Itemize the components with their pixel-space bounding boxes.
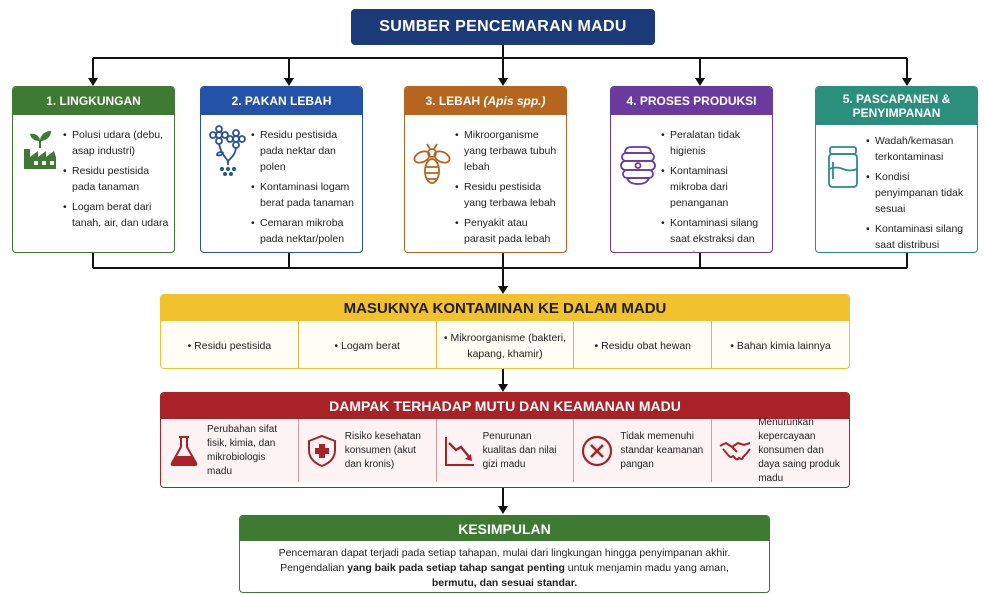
impact-item: Risiko kesehatan konsumen (akut dan kron… (297, 419, 436, 482)
contaminants-panel: MASUKNYA KONTAMINAN KE DALAM MADU • Resi… (160, 294, 850, 369)
list-item: Kondisi penyimpanan tidak sesuai (866, 169, 973, 217)
source-card-lebah: 3. LEBAH (Apis spp.) Mikroorganisme yang… (404, 86, 567, 253)
conclusion-line: Pengendalian yang baik pada setiap tahap… (240, 561, 769, 576)
source-card-pakan-lebah: 2. PAKAN LEBAH Residu pestisida pada nek… (200, 86, 363, 253)
impact-row: Perubahan sifat fisik, kimia, dan mikrob… (161, 417, 849, 484)
impact-panel: DAMPAK TERHADAP MUTU DAN KEAMANAN MADU P… (160, 392, 850, 488)
conclusion-body: Pencemaran dapat terjadi pada setiap tah… (240, 541, 769, 591)
list-item: Mikroorganisme yang terbawa tubuh lebah (455, 127, 562, 175)
contaminants-heading: MASUKNYA KONTAMINAN KE DALAM MADU (161, 295, 849, 321)
health-shield-icon (307, 434, 336, 467)
source-heading-text: 3. LEBAH (425, 94, 481, 108)
declining-chart-icon (444, 436, 474, 466)
source-heading: 2. PAKAN LEBAH (201, 87, 362, 115)
beehive-icon (620, 146, 656, 185)
conclusion-emphasis: bermutu, dan sesuai standar. (431, 577, 578, 589)
bee-icon (413, 143, 451, 184)
flask-icon (170, 435, 198, 466)
impact-text: Risiko kesehatan konsumen (akut dan kron… (344, 430, 421, 470)
impact-item: Tidak memenuhi standar keamanan pangan (573, 419, 711, 482)
contaminant-item: • Residu pestisida (187, 340, 272, 352)
source-card-lingkungan: 1. LINGKUNGAN Polusi udara (debu, asap i… (12, 86, 175, 253)
factory-plant-icon (24, 131, 56, 169)
conclusion-line: bermutu, dan sesuai standar. (240, 576, 769, 591)
source-card-pascapanen: 5. PASCAPANEN & PENYIMPANAN Wadah/kemasa… (815, 86, 978, 253)
conclusion-panel: KESIMPULAN Pencemaran dapat terjadi pada… (239, 515, 770, 593)
impact-text: Menurunkan kepercayaan konsumen dan daya… (758, 416, 840, 484)
impact-text: Perubahan sifat fisik, kimia, dan mikrob… (207, 423, 278, 477)
source-heading: 5. PASCAPANEN & PENYIMPANAN (816, 87, 977, 125)
list-item: Kontaminasi silang saat distribusi (866, 221, 973, 252)
list-item: Kontaminasi logam berat pada tanaman (251, 179, 358, 211)
source-heading: 4. PROSES PRODUKSI (611, 87, 772, 115)
list-item: Polusi udara (debu, asap industri) (63, 127, 170, 159)
flowers-icon (209, 125, 246, 176)
handshake-icon (719, 441, 751, 460)
list-item: Penyakit atau parasit pada lebah (455, 215, 562, 247)
impact-text: Tidak memenuhi standar keamanan pangan (620, 430, 704, 470)
impact-item: Penurunan kualitas dan nilai gizi madu (435, 419, 574, 482)
list-item: Logam berat dari tanah, air, dan udara (63, 199, 170, 231)
impact-item: Menurunkan kepercayaan konsumen dan daya… (711, 417, 849, 484)
diagram-title: SUMBER PENCEMARAN MADU (351, 9, 655, 45)
list-item: Residu pestisida pada tanaman (63, 163, 170, 195)
conclusion-text: Pengendalian (280, 562, 348, 574)
list-item: Kontaminasi silang saat ekstraksi dan pe… (661, 215, 768, 252)
source-heading: 3. LEBAH (Apis spp.) (405, 87, 566, 115)
source-heading: 1. LINGKUNGAN (13, 87, 174, 115)
impact-item: Perubahan sifat fisik, kimia, dan mikrob… (161, 419, 298, 482)
impact-heading: DAMPAK TERHADAP MUTU DAN KEAMANAN MADU (161, 393, 849, 419)
contaminant-item: • Mikroorganisme (bakteri, kapang, khami… (435, 321, 574, 368)
impact-text: Penurunan kualitas dan nilai gizi madu (482, 430, 557, 470)
conclusion-emphasis: yang baik pada setiap tahap sangat penti… (347, 562, 565, 574)
contaminant-item: • Residu obat hewan (573, 321, 711, 368)
list-item: Peralatan tidak higienis (661, 127, 768, 159)
contaminant-item: • Logam berat (297, 321, 436, 368)
list-item: Wadah/kemasan terkontaminasi (866, 133, 973, 165)
source-card-proses-produksi: 4. PROSES PRODUKSI Peralatan tidak higie… (610, 86, 773, 253)
source-heading-italic: (Apis spp.) (483, 94, 546, 108)
list-item: Residu pestisida yang terbawa lebah (455, 179, 562, 211)
list-item: Kontaminasi mikroba dari penanganan (661, 163, 768, 211)
contaminant-item: • Bahan kimia lainnya (711, 321, 849, 368)
cross-circle-icon (582, 435, 613, 466)
conclusion-line: Pencemaran dapat terjadi pada setiap tah… (278, 547, 731, 559)
honey-jar-icon (828, 146, 858, 188)
contaminants-row: • Residu pestisida • Logam berat • Mikro… (161, 321, 849, 368)
list-item: Residu pestisida pada nektar dan polen (251, 127, 358, 175)
list-item: Cemaran mikroba pada nektar/polen (251, 215, 358, 247)
conclusion-text: untuk menjamin madu yang aman, (564, 562, 729, 574)
conclusion-heading: KESIMPULAN (240, 516, 769, 541)
